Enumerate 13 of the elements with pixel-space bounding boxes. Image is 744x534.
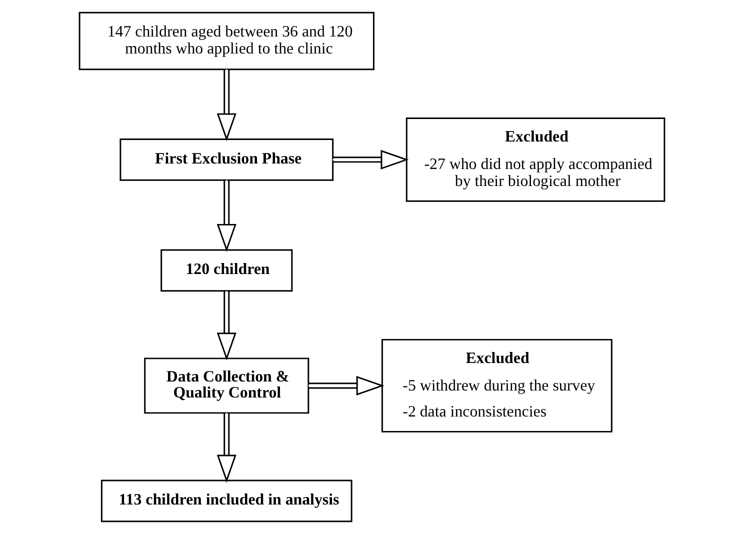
node-box: 113 children included in analysis — [100, 480, 352, 522]
arrow — [332, 150, 409, 170]
node-box: Data Collection & Quality Control — [144, 358, 310, 414]
node-box: Excluded -5 withdrew during the survey -2 data inconsistencies — [381, 338, 612, 432]
arrow — [216, 180, 236, 252]
arrow — [216, 69, 236, 142]
node-box: 120 children — [160, 249, 293, 292]
arrow — [216, 413, 236, 483]
arrow — [308, 376, 384, 396]
node-box: 147 children aged between 36 and 120 months who applied to the clinic — [78, 12, 374, 70]
node-box: First Exclusion Phase — [120, 138, 334, 181]
arrow — [216, 291, 236, 361]
node-box: Excluded -27 who did not apply accompanied by their biological mother — [406, 117, 666, 202]
